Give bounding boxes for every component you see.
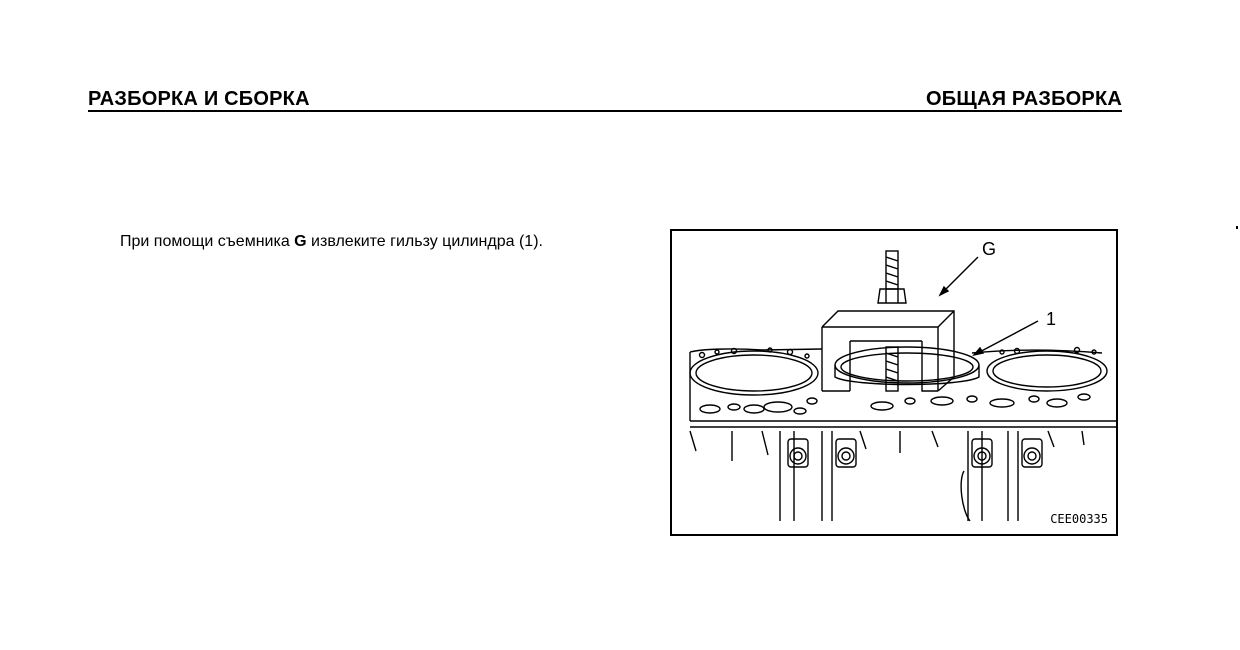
edge-mark [1236,226,1238,229]
part-number-label: 1 [1046,309,1057,329]
section-title: РАЗБОРКА И СБОРКА [88,88,310,110]
cylinder-liner-puller-illustration [689,250,1116,522]
instruction-part1: При помощи съемника [120,233,295,250]
tool-label: G [982,239,997,259]
instruction-part2: извлеките гильзу цилиндра (1). [306,233,543,250]
subsection-title: ОБЩАЯ РАЗБОРКА [926,88,1122,110]
instruction-text: При помощи съемника G извлеките гильзу ц… [120,230,550,254]
illustration-frame: G 1 CEE00335 [670,229,1118,536]
figure-code: CEE00335 [1050,512,1108,526]
page-header: РАЗБОРКА И СБОРКА ОБЩАЯ РАЗБОРКА [88,86,1122,112]
tool-reference: G [294,233,307,250]
